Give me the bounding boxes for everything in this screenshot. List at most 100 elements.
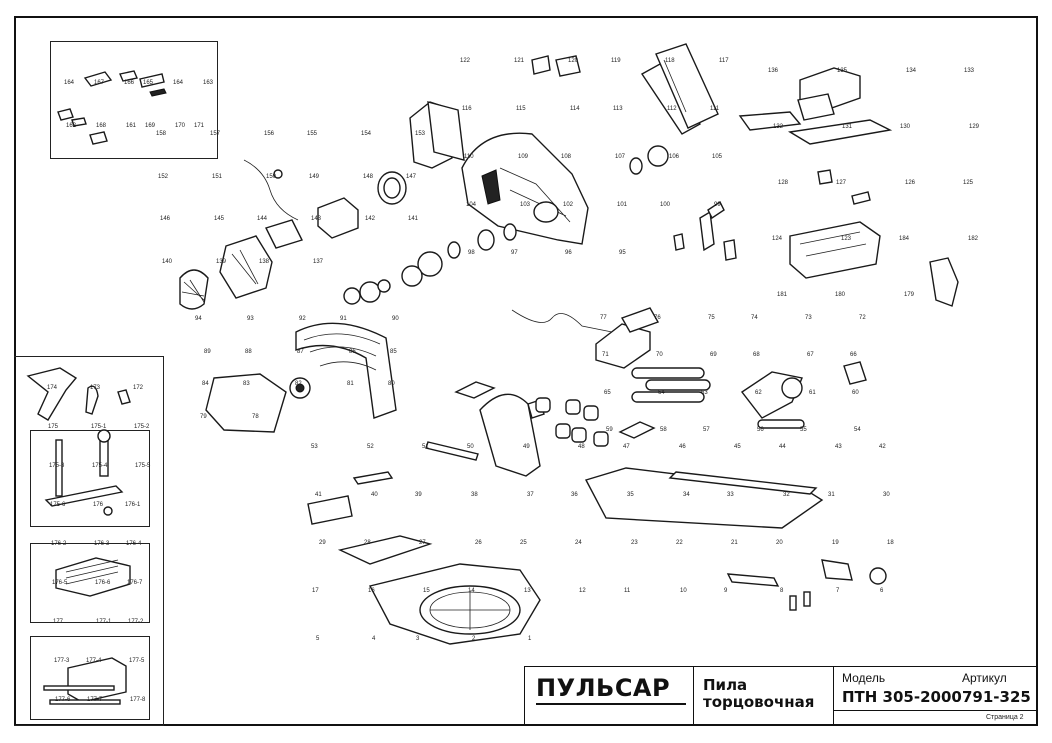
article-value: 791-325 — [962, 688, 1031, 706]
callout-base-6: 47 — [623, 444, 630, 450]
callout-base-7: 46 — [679, 444, 686, 450]
motor-parts — [179, 159, 407, 310]
callout-guard-2: 92 — [299, 316, 306, 322]
callout-guard-9: 85 — [390, 349, 397, 355]
callout-arm-2: 75 — [708, 315, 715, 321]
accessories-box — [14, 356, 164, 726]
article-label: Артикул — [962, 671, 1007, 685]
callout-base-14: 39 — [415, 492, 422, 498]
callout-rail_right-8: 128 — [778, 180, 789, 186]
callout-base-41: 12 — [579, 588, 586, 594]
callout-rail_right-12: 124 — [772, 236, 783, 242]
callout-switch_box-3: 165 — [143, 80, 154, 86]
callout-arm-1: 76 — [654, 315, 661, 321]
blade-guard — [205, 265, 423, 433]
callout-arm-0: 77 — [600, 315, 607, 321]
callout-motor-12: 146 — [160, 216, 171, 222]
callout-switch_box-9: 169 — [145, 123, 156, 129]
callout-guard-11: 83 — [243, 381, 250, 387]
accessory-parts — [26, 367, 131, 705]
callout-head-4: 118 — [665, 58, 675, 64]
callout-accessories-13: 176-3 — [94, 541, 110, 547]
callout-arm-23: 54 — [854, 427, 861, 433]
callout-motor-3: 155 — [307, 131, 318, 137]
callout-accessories-1: 173 — [90, 385, 101, 391]
callout-guard-16: 78 — [252, 414, 259, 420]
callout-base-2: 51 — [422, 444, 429, 450]
callout-head-5: 117 — [719, 58, 729, 64]
callout-accessories-14: 176-4 — [126, 541, 142, 547]
callout-motor-8: 150 — [266, 174, 277, 180]
callout-accessories-7: 175-4 — [92, 463, 108, 469]
callout-arm-12: 65 — [604, 390, 611, 396]
callout-head-14: 108 — [561, 154, 572, 160]
callout-head-25: 97 — [511, 250, 518, 256]
callout-arm-3: 74 — [751, 315, 758, 321]
callout-head-18: 104 — [466, 202, 477, 208]
callout-arm-16: 61 — [809, 390, 816, 396]
callout-motor-18: 140 — [162, 259, 173, 265]
callout-base-19: 34 — [683, 492, 690, 498]
callout-base-5: 48 — [578, 444, 585, 450]
callout-arm-11: 66 — [850, 352, 857, 358]
callout-arm-13: 64 — [658, 390, 665, 396]
callout-head-16: 106 — [669, 154, 680, 160]
callout-head-21: 101 — [617, 202, 628, 208]
callout-guard-8: 86 — [349, 349, 356, 355]
callout-accessories-23: 177-5 — [129, 658, 145, 664]
callout-head-27: 95 — [619, 250, 626, 256]
callout-base-10: 43 — [835, 444, 842, 450]
callout-guard-12: 82 — [295, 381, 302, 387]
callout-guard-13: 81 — [347, 381, 354, 387]
callout-base-50: 3 — [416, 636, 420, 642]
callout-switch_box-7: 168 — [96, 123, 107, 129]
callout-head-23: 99 — [714, 202, 721, 208]
callout-head-26: 96 — [565, 250, 572, 256]
callout-rail_right-0: 136 — [768, 68, 779, 74]
callout-base-24: 29 — [319, 540, 326, 546]
callout-rail_right-13: 123 — [841, 236, 852, 242]
callout-base-15: 38 — [471, 492, 478, 498]
callout-motor-2: 156 — [264, 131, 275, 137]
callout-head-2: 120 — [568, 58, 579, 64]
product-name-line1: Пила — [703, 676, 748, 694]
callout-base-49: 4 — [372, 636, 376, 642]
callout-rail_right-4: 132 — [773, 124, 784, 130]
callout-head-8: 114 — [570, 106, 580, 112]
callout-base-1: 52 — [367, 444, 374, 450]
callout-rail_right-11: 125 — [963, 180, 974, 186]
brand-underline — [536, 703, 686, 705]
callout-arm-22: 55 — [800, 427, 807, 433]
accessory-177-box — [30, 636, 150, 720]
callout-arm-8: 69 — [710, 352, 717, 358]
page-number: Страница 2 — [986, 714, 1024, 721]
callout-accessories-4: 175-1 — [91, 424, 107, 430]
callout-base-48: 5 — [316, 636, 320, 642]
callout-arm-19: 58 — [660, 427, 667, 433]
callout-base-35: 18 — [887, 540, 894, 546]
callout-motor-7: 151 — [212, 174, 223, 180]
callout-motor-16: 142 — [365, 216, 376, 222]
callout-rail_right-17: 180 — [835, 292, 846, 298]
callout-accessories-10: 176 — [93, 502, 104, 508]
callout-base-26: 27 — [419, 540, 426, 546]
callout-base-4: 49 — [523, 444, 530, 450]
callout-head-11: 111 — [710, 106, 720, 112]
callout-base-12: 41 — [315, 492, 322, 498]
callout-rail_right-15: 182 — [968, 236, 979, 242]
callout-guard-7: 87 — [297, 349, 304, 355]
callout-head-15: 107 — [615, 154, 626, 160]
callout-accessories-22: 177-4 — [86, 658, 102, 664]
callout-switch_box-1: 167 — [94, 80, 105, 86]
callout-switch_box-4: 164 — [173, 80, 184, 86]
callout-guard-10: 84 — [202, 381, 209, 387]
callout-guard-1: 93 — [247, 316, 254, 322]
callout-head-1: 121 — [514, 58, 525, 64]
callout-head-7: 115 — [516, 106, 526, 112]
callout-base-9: 44 — [779, 444, 786, 450]
accessory-175-box — [30, 430, 150, 527]
callout-rail_right-3: 133 — [964, 68, 975, 74]
callout-head-13: 109 — [518, 154, 529, 160]
callout-base-37: 16 — [368, 588, 375, 594]
title-block-meta-cell — [834, 666, 1038, 726]
